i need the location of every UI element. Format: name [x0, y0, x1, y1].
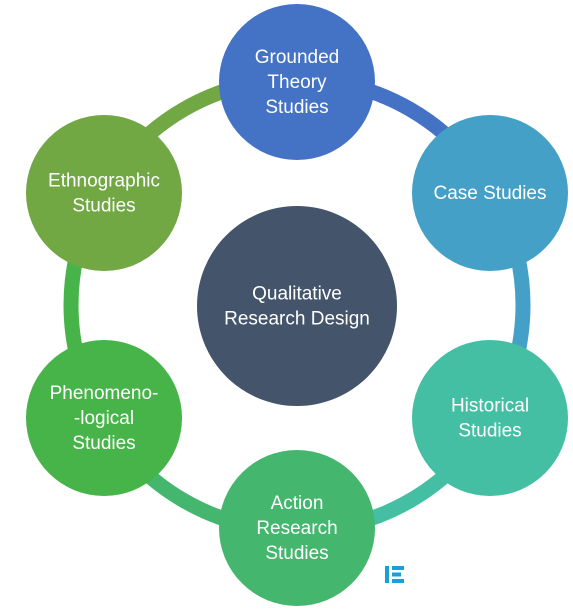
ethnographic-circle — [26, 115, 182, 271]
historical-circle — [412, 340, 568, 496]
case-label: Case Studies — [433, 183, 546, 204]
label-line: Grounded — [255, 47, 340, 68]
center-circle — [197, 206, 397, 406]
case-circle — [412, 115, 568, 271]
label-line: Theory — [267, 72, 327, 93]
node-case: Case Studies — [412, 115, 568, 271]
label-line: Historical — [451, 396, 529, 417]
label-line: Case Studies — [433, 183, 546, 204]
label-line: Research Design — [224, 309, 370, 330]
pediaa-logo-text: PEDIAA — [408, 563, 502, 587]
label-line: Studies — [265, 543, 328, 564]
label-line: Ethnographic — [48, 171, 160, 192]
label-line: -logical — [74, 408, 134, 429]
label-line: Studies — [72, 433, 135, 454]
label-line: Studies — [72, 196, 135, 217]
label-line: Action — [271, 493, 324, 514]
action-research-circle — [219, 450, 375, 606]
phenomenological-circle — [26, 340, 182, 496]
label-line: Studies — [265, 97, 328, 118]
grounded-theory-circle — [219, 4, 375, 160]
label-line: Phenomeno- — [50, 383, 159, 404]
label-line: Qualitative — [252, 284, 342, 305]
pediaa-logo-icon — [385, 566, 404, 583]
pediaa-logo: PEDIAA — [385, 563, 502, 587]
label-line: Studies — [458, 421, 521, 442]
label-line: Research — [256, 518, 337, 539]
